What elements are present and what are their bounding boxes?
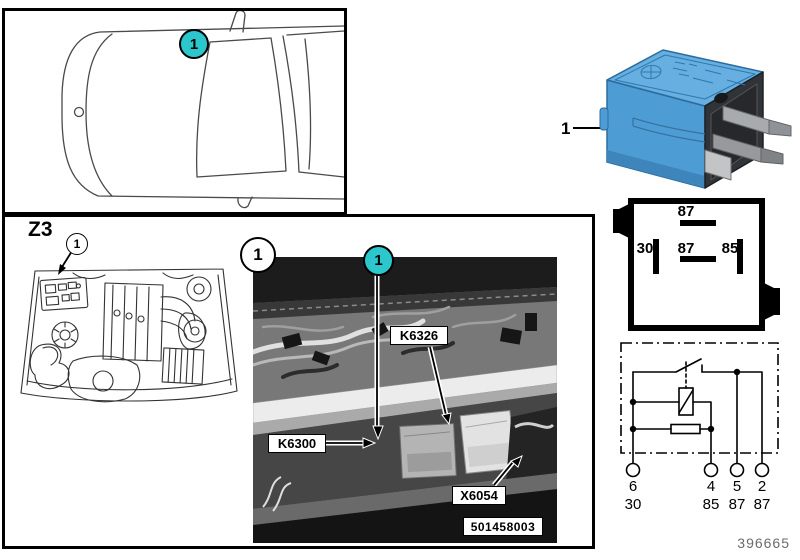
relay-side-tab [599,107,609,131]
pin-30-label: 30 [637,240,654,257]
pin-87-top-blade [680,220,716,226]
pin-85-label: 85 [722,240,739,257]
terminal-4-din: 85 [703,496,720,513]
label-k6300: K6300 [268,434,326,453]
callout-1-hotspot-overview[interactable]: 1 [179,29,209,59]
washer-tank [29,343,70,390]
mirror-top [229,11,246,33]
hood-emblem [73,106,85,118]
location-photo [253,257,557,543]
relay-item-callout: 1 [561,119,605,138]
terminal-2 [754,462,770,478]
windshield [195,37,287,178]
relay-location-panel: Z3 1 [2,214,595,549]
document-number: 396665 [737,535,790,551]
switch-contact [632,358,763,464]
bmw-roundel-icon [640,64,662,80]
keying-tab-right [762,282,780,321]
label-x6054: X6054 [452,486,506,505]
bright-rail [253,364,557,424]
terminal-6-pin: 6 [629,478,637,495]
engine-block [102,282,164,362]
car-overview-panel: 1 [2,8,347,215]
terminal-2-din: 87 [754,496,771,513]
keying-tab-left [613,203,631,239]
callout-1-badge-photo[interactable]: 1 [240,237,276,273]
photo-id-label: 501458003 [463,517,543,536]
relay-top-markings [614,54,756,100]
terminal-4-pin: 4 [707,478,715,495]
pin-87-mid-blade [680,256,716,262]
resistor-symbol [670,423,701,435]
terminal-6 [625,462,641,478]
terminal-2-pin: 2 [758,478,766,495]
relay-clip-slot [632,117,706,143]
car-top-view-drawing [61,11,344,209]
fan-shroud [67,355,141,403]
pin-diagram: 87 30 87 85 [613,198,780,331]
pin-87-top-label: 87 [678,203,695,220]
callout-1-hotspot-photo[interactable]: 1 [363,245,394,276]
roof-bottom-line [298,171,344,178]
terminal-5-pin: 5 [733,478,741,495]
pin-85-blade [737,239,743,274]
misc-hoses [42,272,194,366]
pin-87-mid-label: 87 [678,240,695,257]
brake-booster [186,276,212,302]
a-pillar-line [282,35,300,173]
schematic-terminals [625,462,770,478]
schematic-boundary [620,342,779,454]
callout-1-badge-engine[interactable]: 1 [66,233,88,255]
terminal-5-din: 87 [729,496,746,513]
label-k6326: K6326 [390,326,448,345]
relay-illustration: 1 [561,49,792,189]
terminal-5 [729,462,745,478]
fuse-ebox [39,276,89,311]
mirror-bottom [237,196,253,209]
engine-bay-drawing [20,268,238,403]
relay-item-number: 1 [561,119,570,138]
roof-top-line [286,30,344,36]
relay-k6300-body [399,423,457,479]
model-code-label: Z3 [28,218,53,241]
strut-tower-left [51,321,79,349]
terminal-6-din: 30 [625,496,642,513]
harness-connectors [281,313,537,366]
battery-box [161,347,205,385]
car-hood-line [85,33,113,197]
pin-30-blade [653,239,659,274]
car-body-outline [61,25,344,200]
roof-front-line [304,38,312,170]
relay-pins [704,105,792,181]
circuit-schematic: 6 4 5 2 30 85 87 87 [620,342,779,513]
connector-x6054-body [505,407,557,497]
terminal-4 [703,462,719,478]
